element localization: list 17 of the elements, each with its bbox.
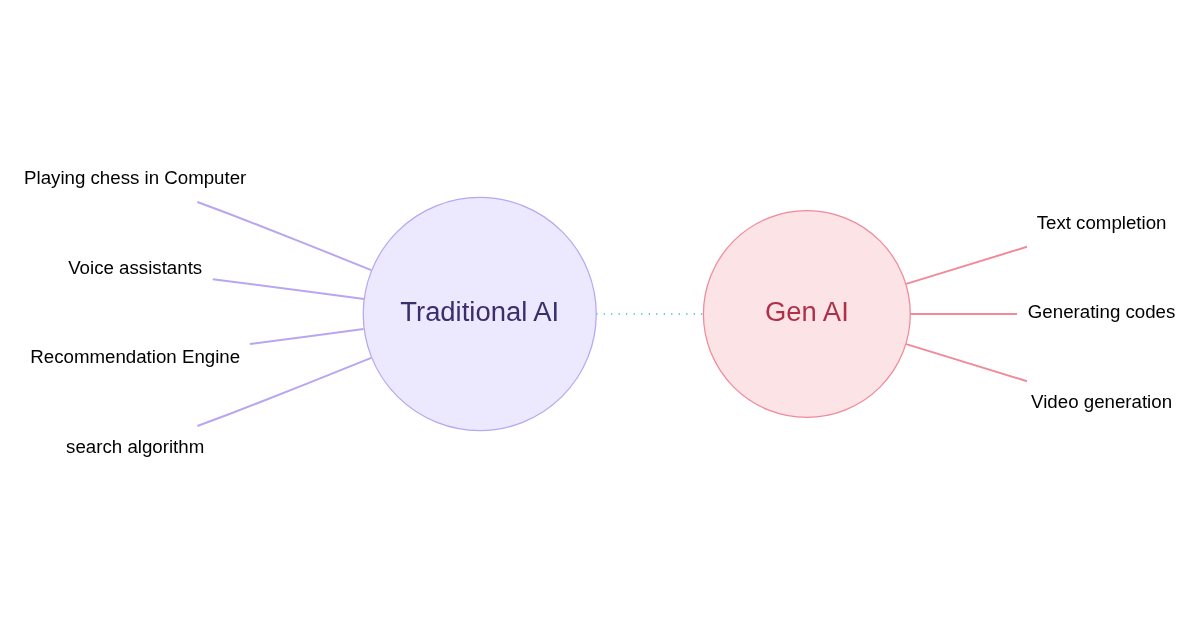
node-circle: Gen AI — [702, 209, 911, 419]
connector — [248, 328, 365, 345]
connector — [905, 245, 1028, 285]
connector — [905, 343, 1028, 383]
node-text: Text completion — [1036, 211, 1167, 233]
connector — [211, 278, 366, 300]
node-text: Playing chess in Computer — [24, 166, 247, 188]
node-text: search algorithm — [66, 435, 205, 457]
node-text: Video generation — [1031, 391, 1173, 413]
node-text: Generating codes — [1027, 301, 1176, 323]
node-text: Recommendation Engine — [30, 346, 241, 368]
node-text: Voice assistants — [68, 256, 203, 278]
node-circle: Traditional AI — [362, 196, 597, 432]
connector — [196, 200, 373, 272]
connector — [196, 356, 373, 428]
connector — [909, 313, 1018, 315]
connector — [595, 313, 705, 315]
